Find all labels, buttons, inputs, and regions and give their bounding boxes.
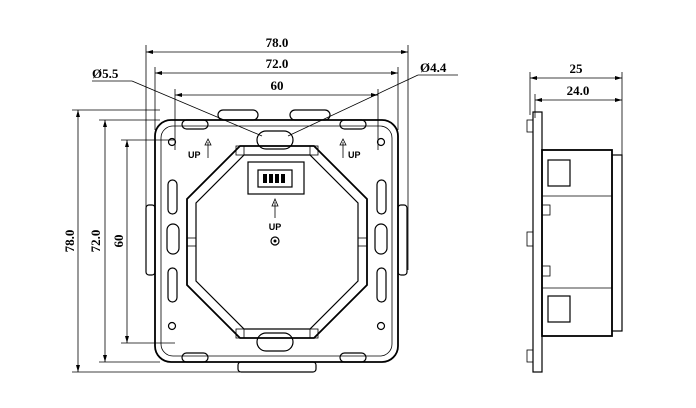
- dim-hole-spacing: 60: [174, 78, 379, 150]
- side-body-front: [611, 154, 623, 332]
- mounting-plate-inner-outline: [160, 125, 393, 357]
- dim-plate-width: 72.0: [154, 56, 399, 130]
- bottom-center-hole: [256, 332, 294, 352]
- dim-body-depth-label: 24.0: [567, 83, 590, 98]
- side-clip-mid-lower: [541, 265, 551, 277]
- dim-total-depth-label: 25: [570, 61, 584, 76]
- corner-hole-tr: [376, 137, 386, 147]
- connector-block: [247, 161, 305, 195]
- corner-slot-tr: [339, 119, 367, 130]
- dim-overall-height: 78.0: [62, 109, 240, 373]
- up-marker-center: UP: [269, 197, 282, 246]
- corner-slot-bl: [181, 352, 209, 363]
- side-slot-left-lower: [167, 267, 178, 303]
- corner-slot-br: [339, 352, 367, 363]
- side-keyhole-left: [166, 223, 180, 255]
- dim-overall-width-label: 78.0: [266, 35, 289, 50]
- side-clip-mid-upper: [541, 204, 551, 216]
- ring-notch-bottom-right: [309, 328, 319, 339]
- dim-hole-spacing-v-label: 60: [111, 235, 126, 248]
- ring-notch-top-left: [235, 145, 245, 156]
- dim-plate-height: 72.0: [88, 119, 160, 363]
- side-plate-flange-bottom: [526, 349, 534, 363]
- side-plate-flange-top: [526, 119, 534, 133]
- dim-body-depth: 24.0: [534, 83, 622, 118]
- dim-hole-spacing-v: 60: [111, 139, 175, 344]
- corner-slot-tl: [181, 119, 209, 130]
- top-slot-right: [289, 109, 331, 121]
- hole-callout-right: Ø4.4: [287, 60, 458, 137]
- dim-overall-width: 78.0: [145, 35, 409, 270]
- ring-notch-left: [186, 237, 197, 247]
- right-side-tab: [397, 204, 408, 276]
- up-label-center: UP: [269, 222, 282, 232]
- up-arrow-icon: [204, 138, 212, 146]
- side-slot-right-upper: [376, 179, 387, 215]
- side-slot-right-lower: [376, 267, 387, 303]
- ring-notch-right: [357, 237, 368, 247]
- hole-callout-left: Ø5.5: [92, 66, 263, 137]
- side-slot-left-upper: [167, 179, 178, 215]
- center-screw-icon: [270, 236, 280, 246]
- side-plate-flange-mid: [526, 231, 534, 247]
- hole-dia-left-label: Ø5.5: [92, 66, 119, 81]
- up-label-left: UP: [188, 150, 201, 160]
- side-keyhole-right: [374, 223, 388, 255]
- corner-hole-br: [376, 321, 386, 331]
- dim-hole-spacing-label: 60: [271, 78, 284, 93]
- hole-dia-right-label: Ø4.4: [420, 60, 447, 75]
- up-arrow-icon: [271, 197, 279, 207]
- corner-hole-bl: [167, 321, 177, 331]
- left-side-tab: [145, 204, 156, 276]
- dim-plate-width-label: 72.0: [266, 56, 289, 71]
- ring-notch-bottom-left: [235, 328, 245, 339]
- dim-plate-height-label: 72.0: [88, 230, 103, 253]
- side-view: 25 24.0: [526, 61, 623, 373]
- side-body: [541, 149, 613, 337]
- side-clip-upper: [547, 159, 571, 187]
- up-marker-left: UP: [188, 138, 212, 160]
- front-view: 78.0 72.0 60 78.0: [62, 35, 458, 373]
- ring-notch-top-right: [309, 145, 319, 156]
- top-center-hole: [256, 130, 294, 150]
- corner-hole-tl: [167, 137, 177, 147]
- side-plate-edge: [532, 111, 543, 373]
- top-slot-left: [217, 109, 259, 121]
- up-marker-right: UP: [339, 138, 361, 160]
- side-clip-lower: [547, 295, 571, 323]
- up-label-right: UP: [348, 150, 361, 160]
- bottom-tab: [237, 361, 317, 373]
- dim-overall-height-label: 78.0: [62, 230, 77, 253]
- up-arrow-icon: [339, 138, 347, 146]
